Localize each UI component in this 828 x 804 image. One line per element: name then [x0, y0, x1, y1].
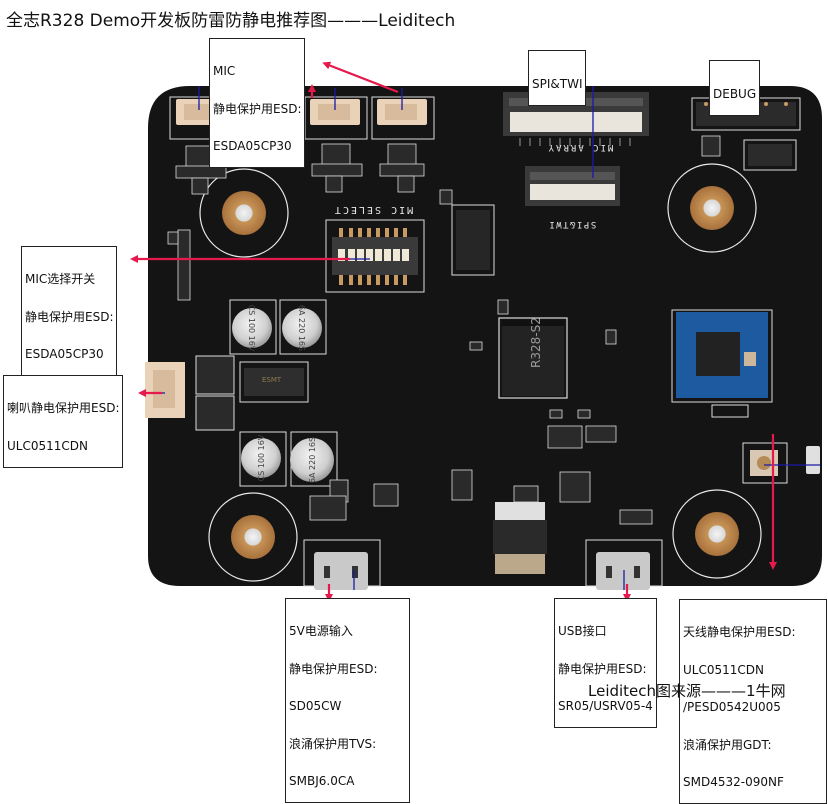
callout-mic: MIC 静电保护用ESD: ESDA05CP30 [209, 38, 306, 168]
callout-power-5v: 5V电源输入 静电保护用ESD: SD05CW 浪涌保护用TVS: SMBJ6.… [285, 598, 410, 803]
callout-mic-line-3: ESDA05CP30 [213, 139, 292, 153]
image-credit: Leiditech图来源———1牛网 [588, 682, 786, 700]
callout-usb-line-1: USB接口 [558, 624, 607, 638]
page-title: 全志R328 Demo开发板防雷防静电推荐图———Leiditech [6, 11, 456, 31]
callout-speaker-line-1: 喇叭静电保护用ESD: [7, 401, 120, 415]
misc-smd-parts [167, 231, 653, 525]
callout-debug: DEBUG [709, 60, 761, 116]
callout-antenna: 天线静电保护用ESD: ULC0511CDN /PESD0542U005 浪涌保… [679, 599, 827, 804]
callout-power-line-3: SD05CW [289, 699, 342, 713]
callout-mic-select-line-2: 静电保护用ESD: [25, 309, 114, 324]
callout-mic-select: MIC选择开关 静电保护用ESD: ESDA05CP30 [21, 246, 118, 376]
spi-twi-fpc-connector [525, 166, 620, 206]
callout-antenna-line-1: 天线静电保护用ESD: [683, 625, 796, 639]
callout-mic-line-1: MIC [213, 64, 236, 78]
callout-usb-line-2: 静电保护用ESD: [558, 661, 647, 676]
svg-text:R328-S2: R328-S2 [529, 317, 543, 368]
capacitor-6a-220-16s-top: 6A 220 16S [279, 299, 327, 355]
inductors [195, 355, 235, 431]
callout-mic-select-line-3: ESDA05CP30 [25, 347, 104, 361]
silk-spi-twi: SPI&TWI [548, 219, 596, 229]
mounting-hole-bottom-left [208, 492, 298, 582]
callout-power-line-2: 静电保护用ESD: [289, 661, 378, 676]
capacitor-cs-100-16v-top: CS 100 16V [229, 299, 277, 355]
svg-text:CS 100 16V: CS 100 16V [257, 434, 266, 481]
callout-debug-line-1: DEBUG [713, 87, 757, 101]
arrow-mic-label [322, 61, 399, 94]
callout-power-line-5: SMBJ6.0CA [289, 774, 355, 788]
wifi-module [671, 309, 773, 418]
callout-antenna-line-4: 浪涌保护用GDT: [683, 737, 772, 752]
pcb-board-diagram: MIC ARRAY SPI&TWI MIC SELECT [130, 61, 822, 602]
silk-mic-select: MIC SELECT [333, 204, 413, 215]
svg-text:CS 100 16V: CS 100 16V [247, 305, 256, 352]
micro-usb-data-connector [585, 539, 663, 590]
mounting-hole-bottom-right [672, 489, 762, 579]
ams1117-regulator [493, 502, 547, 574]
flash-chip [451, 204, 495, 276]
mounting-hole-top-right [667, 163, 757, 253]
callout-spi-twi-line-1: SPI&TWI [532, 77, 583, 91]
capacitor-6a-220-16s-bottom: 6A 220 16S [290, 431, 338, 487]
callout-usb: USB接口 静电保护用ESD: SR05/USRV05-4 [554, 598, 657, 728]
callout-speaker-line-2: ULC0511CDN [7, 438, 88, 453]
silk-mic-array: MIC ARRAY [547, 142, 614, 152]
audio-amp-chip: ESMT [239, 361, 309, 403]
callout-mic-select-line-1: MIC选择开关 [25, 272, 96, 286]
callout-speaker: 喇叭静电保护用ESD: ULC0511CDN [3, 375, 124, 468]
callout-spi-twi: SPI&TWI [528, 50, 587, 106]
mic-select-dip-switch [325, 219, 425, 293]
smd-cluster [175, 143, 617, 419]
speaker-connector [145, 362, 185, 418]
callout-antenna-line-2: ULC0511CDN [683, 662, 764, 677]
svg-text:6A 220 16S: 6A 220 16S [297, 305, 306, 351]
callout-mic-line-2: 静电保护用ESD: [213, 101, 302, 116]
callout-power-line-4: 浪涌保护用TVS: [289, 736, 377, 751]
svg-text:ESMT: ESMT [262, 376, 282, 384]
callout-antenna-line-3: /PESD0542U005 [683, 700, 781, 714]
mounting-hole-top-left [199, 168, 289, 258]
svg-text:6A 220 16S: 6A 220 16S [308, 437, 317, 483]
callout-antenna-line-5: SMD4532-090NF [683, 775, 784, 789]
capacitor-cs-100-16v-bottom: CS 100 16V [239, 431, 287, 487]
callout-power-line-1: 5V电源输入 [289, 624, 353, 638]
mic-connector-3 [371, 96, 435, 140]
callout-usb-line-3: SR05/USRV05-4 [558, 699, 653, 713]
r328-soc: R328-S2 [498, 317, 568, 399]
